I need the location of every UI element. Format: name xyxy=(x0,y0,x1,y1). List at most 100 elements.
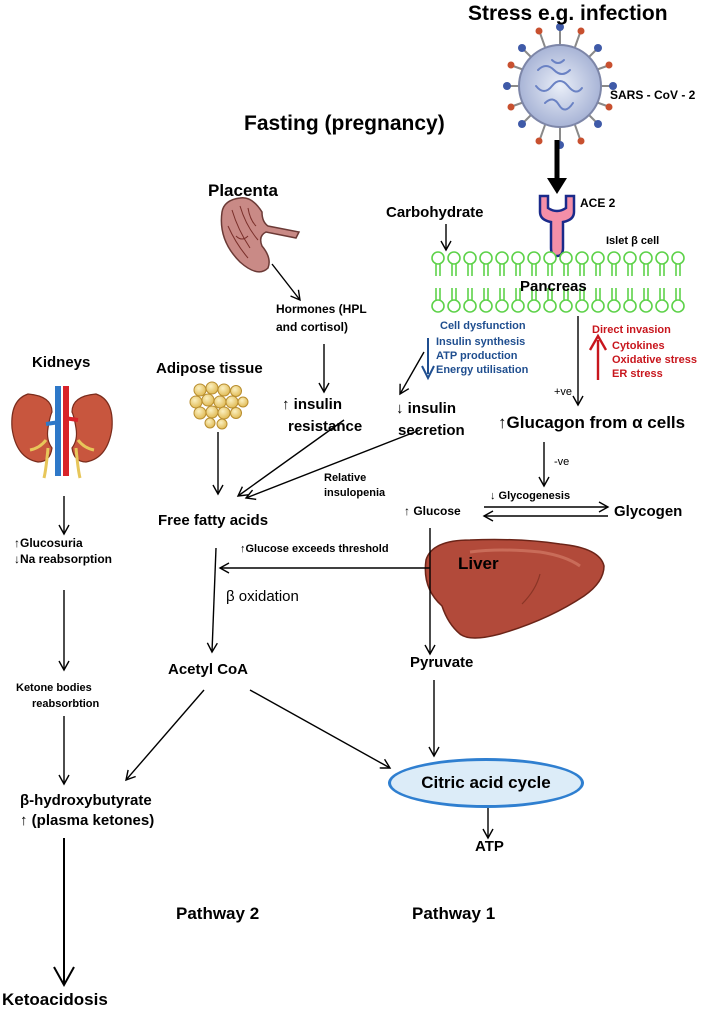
cell-effect-item: Energy utilisation xyxy=(436,364,529,376)
lipid-head xyxy=(655,251,669,265)
lipid-head xyxy=(495,299,509,313)
lipid-tail xyxy=(675,264,681,276)
lipid-head xyxy=(431,251,445,265)
lipid-tail xyxy=(515,264,521,276)
lipid-head xyxy=(591,251,605,265)
lipid-tail xyxy=(595,264,601,276)
beta-hydroxybutyrate-label: β-hydroxybutyrate xyxy=(20,792,152,809)
virus-effect-item: Cytokines xyxy=(612,340,665,352)
arrows xyxy=(58,224,610,840)
relative-insulopenia-line2: insulopenia xyxy=(324,487,386,499)
virus-icon xyxy=(503,23,617,149)
lipid-tail xyxy=(675,288,681,300)
adipose-tissue-icon xyxy=(189,381,249,430)
pancreas-label: Pancreas xyxy=(520,278,587,295)
virus-effect-item: Oxidative stress xyxy=(612,354,697,366)
lipid-head xyxy=(639,251,653,265)
pyruvate-label: Pyruvate xyxy=(410,654,474,671)
lipid-tail xyxy=(627,288,633,300)
lipid-head xyxy=(431,299,445,313)
lipid-tail xyxy=(483,288,489,300)
citric-acid-cycle-label: Citric acid cycle xyxy=(421,773,551,792)
acetyl-coa-label: Acetyl CoA xyxy=(168,661,249,678)
lipid-head xyxy=(479,299,493,313)
threshold-label: ↑Glucose exceeds threshold xyxy=(240,543,389,555)
lipid-tail xyxy=(547,264,553,276)
lipid-tail xyxy=(531,264,537,276)
lipid-tail xyxy=(659,264,665,276)
lipid-head xyxy=(511,251,525,265)
cell-membrane xyxy=(431,251,685,313)
lipid-head xyxy=(671,251,685,265)
lipid-head xyxy=(623,251,637,265)
lipid-head xyxy=(543,299,557,313)
lipid-tail xyxy=(467,288,473,300)
liver-label: Liver xyxy=(458,554,499,573)
lipid-head xyxy=(607,299,621,313)
lipid-tail xyxy=(499,264,505,276)
lipid-tail xyxy=(627,264,633,276)
na-reabsorption-label: ↓Na reabsorption xyxy=(14,552,113,566)
lipid-tail xyxy=(499,288,505,300)
ketone-reabsorption-line1: Ketone bodies xyxy=(16,682,92,694)
lipid-head xyxy=(671,299,685,313)
ketone-reabsorption-line2: reabsorbtion xyxy=(32,698,100,710)
carbohydrate-label: Carbohydrate xyxy=(386,204,484,221)
lipid-tail xyxy=(435,264,441,276)
hormones-label-line1: Hormones (HPL xyxy=(276,302,367,316)
lipid-tail xyxy=(643,264,649,276)
insulin-resistance-line2: resistance xyxy=(288,418,363,435)
increase-arrow-icon xyxy=(588,333,608,380)
stress-title: Stress e.g. infection xyxy=(468,2,668,25)
lipid-head xyxy=(655,299,669,313)
lipid-tail xyxy=(451,264,457,276)
cell-effect-item: ATP production xyxy=(436,350,518,362)
pathway-1-label: Pathway 1 xyxy=(412,904,496,923)
lipid-head xyxy=(447,251,461,265)
lipid-head xyxy=(559,251,573,265)
free-fatty-acids-label: Free fatty acids xyxy=(158,512,269,529)
lipid-tail xyxy=(595,288,601,300)
lipid-tail xyxy=(435,288,441,300)
pathway-2-label: Pathway 2 xyxy=(176,904,260,923)
lipid-head xyxy=(623,299,637,313)
placenta-label: Placenta xyxy=(208,181,278,200)
lipid-head xyxy=(447,299,461,313)
positive-effect-label: +ve xyxy=(554,386,573,398)
insulin-secretion-line1: ↓ insulin xyxy=(396,400,456,417)
ace2-receptor-icon xyxy=(538,194,576,258)
virus-effect-item: ER stress xyxy=(612,368,663,380)
lipid-tail xyxy=(547,288,553,300)
lipid-head xyxy=(479,251,493,265)
glycogenesis-label: ↓ Glycogenesis xyxy=(490,490,571,502)
ketoacidosis-label: Ketoacidosis xyxy=(2,990,108,1009)
lipid-head xyxy=(527,251,541,265)
beta-oxidation-label: β oxidation xyxy=(226,588,299,605)
cell-effect-item: Cell dysfunction xyxy=(440,320,526,332)
lipid-head xyxy=(607,251,621,265)
decrease-arrow-icon xyxy=(421,338,435,381)
relative-insulopenia-line1: Relative xyxy=(324,472,367,484)
cell-effect-item: Insulin synthesis xyxy=(436,336,526,348)
lipid-tail xyxy=(579,288,585,300)
lipid-head xyxy=(463,251,477,265)
virus-effect-item: Direct invasion xyxy=(592,324,671,336)
insulin-secretion-line2: secretion xyxy=(398,422,465,439)
lipid-tail xyxy=(467,264,473,276)
lipid-tail xyxy=(643,288,649,300)
negative-effect-label: -ve xyxy=(554,456,570,468)
glucose-label: ↑ Glucose xyxy=(404,504,461,518)
placenta-icon xyxy=(220,197,301,273)
lipid-head xyxy=(527,299,541,313)
lipid-tail xyxy=(515,288,521,300)
lipid-head xyxy=(495,251,509,265)
citric-acid-cycle: Citric acid cycle xyxy=(388,758,584,808)
lipid-head xyxy=(543,251,557,265)
islet-label: Islet β cell xyxy=(606,235,660,247)
insulin-resistance-line1: ↑ insulin xyxy=(282,396,342,413)
fasting-title: Fasting (pregnancy) xyxy=(244,112,445,135)
lipid-tail xyxy=(659,288,665,300)
plasma-ketones-label: ↑ (plasma ketones) xyxy=(20,812,155,829)
